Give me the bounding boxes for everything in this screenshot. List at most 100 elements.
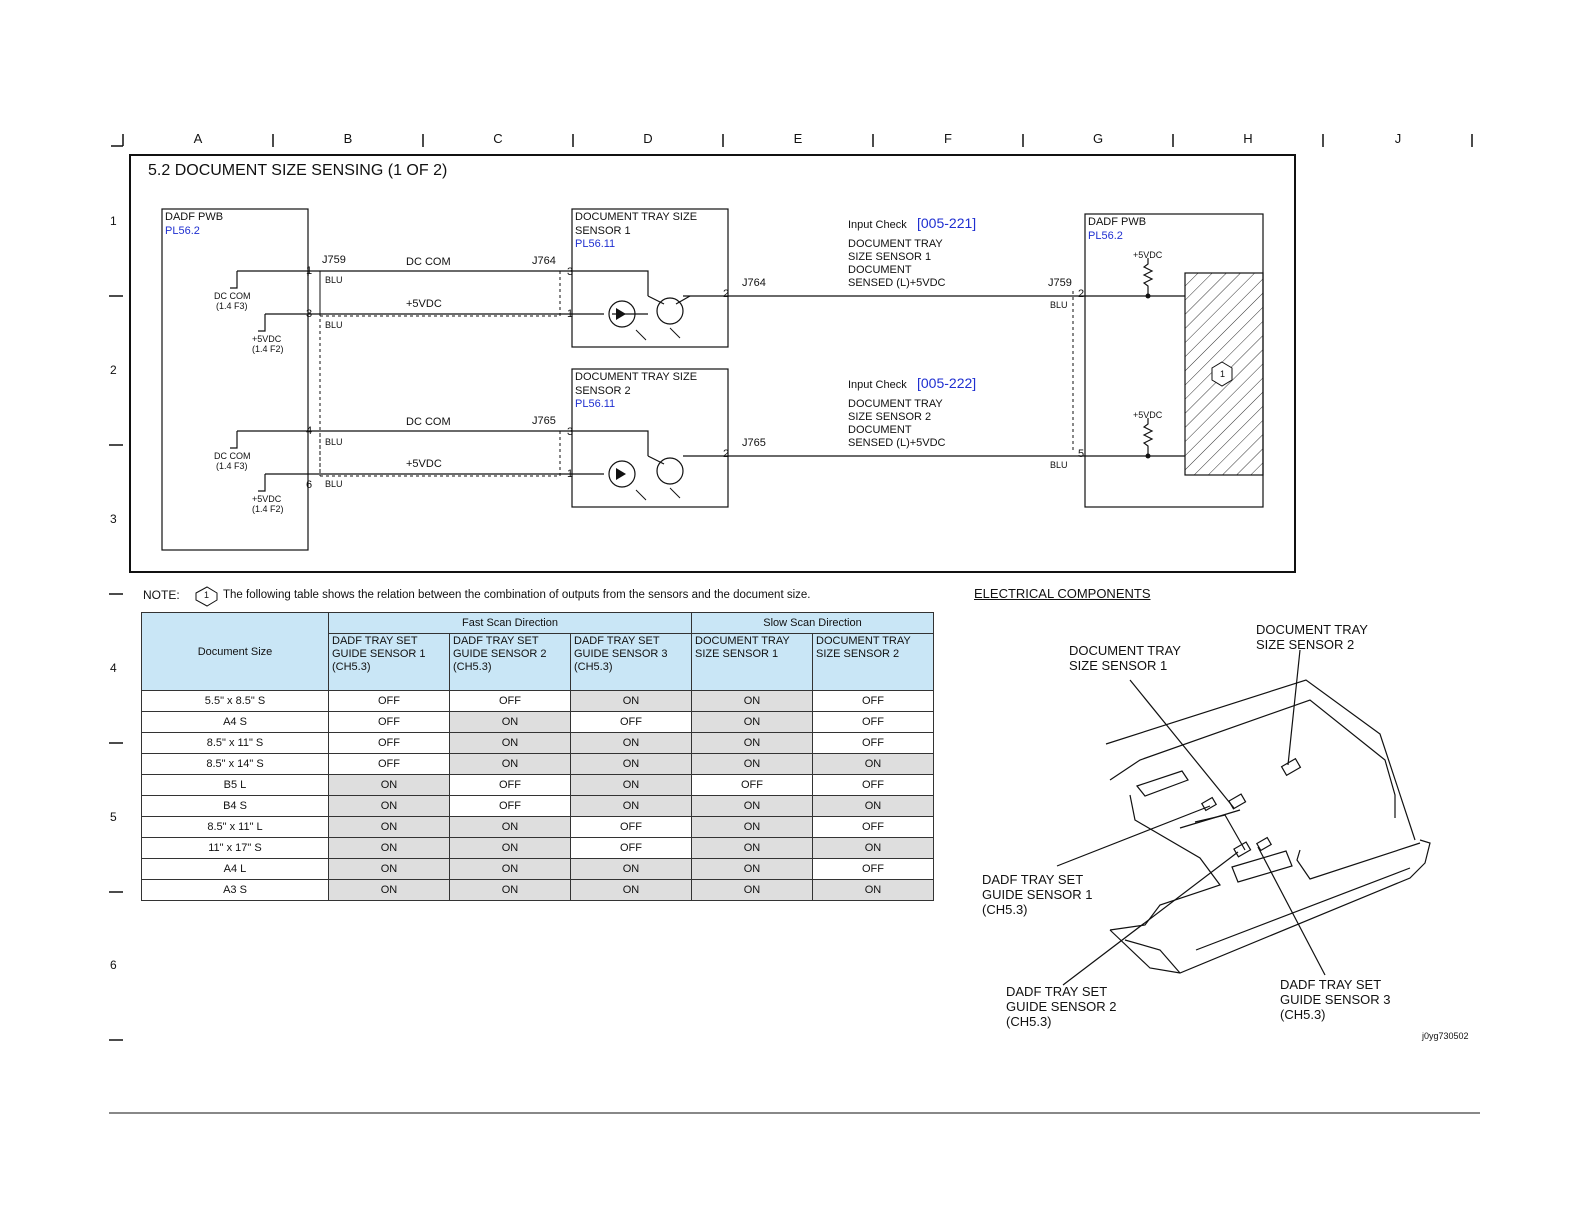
input-check-1-line2: SIZE SENSOR 1 bbox=[848, 251, 932, 263]
cell-sensor-state: ON bbox=[449, 732, 571, 754]
blu-1: BLU bbox=[325, 275, 343, 285]
cell-sensor-state: ON bbox=[691, 879, 813, 901]
cell-sensor-state: OFF bbox=[812, 774, 934, 796]
dadf-tray-illustration bbox=[1056, 649, 1431, 986]
cell-sensor-state: ON bbox=[691, 711, 813, 733]
column-header-line: (CH5.3) bbox=[453, 661, 492, 673]
label-line: SIZE SENSOR 1 bbox=[1069, 658, 1168, 673]
note-label: NOTE: bbox=[143, 588, 180, 602]
grid-col-e: E bbox=[793, 131, 803, 146]
cell-sensor-state: OFF bbox=[449, 795, 571, 817]
cell-document-size: A4 S bbox=[141, 711, 329, 733]
left-5v-ref-1: (1.4 F2) bbox=[252, 344, 284, 354]
cell-sensor-state: OFF bbox=[328, 690, 450, 712]
column-header-line: DADF TRAY SET bbox=[332, 635, 418, 647]
cell-sensor-state: OFF bbox=[812, 816, 934, 838]
cell-sensor-state: ON bbox=[328, 774, 450, 796]
cell-sensor-state: ON bbox=[328, 837, 450, 859]
label-line: DADF TRAY SET bbox=[1280, 977, 1382, 992]
document-size-table: Document Size Fast Scan Direction Slow S… bbox=[141, 612, 934, 901]
connector-j765-right: J765 bbox=[742, 437, 766, 449]
label-line: DOCUMENT TRAY bbox=[1069, 643, 1181, 658]
column-header-line: GUIDE SENSOR 1 bbox=[332, 648, 426, 660]
connector-j765-left: J765 bbox=[532, 415, 556, 427]
column-header-line: DADF TRAY SET bbox=[574, 635, 660, 647]
sensor2-pin-2: 2 bbox=[723, 448, 730, 460]
column-header-line: (CH5.3) bbox=[332, 661, 371, 673]
label-guide-sensor-3: DADF TRAY SET GUIDE SENSOR 3 (CH5.3) bbox=[1280, 977, 1391, 1022]
pin-3: 3 bbox=[306, 308, 313, 320]
cell-sensor-state: ON bbox=[328, 879, 450, 901]
cell-sensor-state: ON bbox=[691, 795, 813, 817]
input-check-1-line4: SENSED (L)+5VDC bbox=[848, 277, 946, 289]
left-dc-com-ref-2: (1.4 F3) bbox=[216, 461, 248, 471]
cell-sensor-state: ON bbox=[449, 753, 571, 775]
blu-6: BLU bbox=[1050, 460, 1068, 470]
cell-document-size: A4 L bbox=[141, 858, 329, 880]
cell-document-size: 8.5" x 11" S bbox=[141, 732, 329, 754]
grid-col-b: B bbox=[343, 131, 353, 146]
cell-sensor-state: ON bbox=[328, 858, 450, 880]
grid-col-a: A bbox=[193, 131, 203, 146]
left-5v-ref-2: (1.4 F2) bbox=[252, 504, 284, 514]
cell-sensor-state: ON bbox=[812, 753, 934, 775]
cell-sensor-state: ON bbox=[449, 837, 571, 859]
cell-sensor-state: ON bbox=[812, 837, 934, 859]
label-line: DOCUMENT TRAY bbox=[1256, 622, 1368, 637]
cell-sensor-state: ON bbox=[570, 879, 692, 901]
blu-4: BLU bbox=[325, 479, 343, 489]
cell-document-size: B4 S bbox=[141, 795, 329, 817]
header-document-size: Document Size bbox=[141, 612, 329, 691]
cell-sensor-state: ON bbox=[328, 816, 450, 838]
grid-col-h: H bbox=[1243, 131, 1253, 146]
right-pin-5: 5 bbox=[1078, 448, 1085, 460]
label-line: DADF TRAY SET bbox=[1006, 984, 1108, 999]
right-5v-2: +5VDC bbox=[1133, 410, 1163, 420]
left-pwb-ref: PL56.2 bbox=[165, 225, 200, 237]
cell-sensor-state: ON bbox=[449, 879, 571, 901]
cell-sensor-state: OFF bbox=[328, 753, 450, 775]
wire-dc-com-1: DC COM bbox=[406, 256, 451, 268]
cell-sensor-state: ON bbox=[812, 879, 934, 901]
grid-col-f: F bbox=[944, 131, 952, 146]
grid-row-4: 4 bbox=[110, 661, 117, 675]
cell-sensor-state: OFF bbox=[691, 774, 813, 796]
cell-document-size: A3 S bbox=[141, 879, 329, 901]
column-header-line: DOCUMENT TRAY bbox=[695, 635, 790, 647]
sensor1-pin-2: 2 bbox=[723, 288, 730, 300]
pin-1: 1 bbox=[306, 265, 313, 277]
pin-4: 4 bbox=[306, 425, 313, 437]
cell-sensor-state: OFF bbox=[328, 732, 450, 754]
right-pin-2: 2 bbox=[1078, 288, 1085, 300]
label-line: DADF TRAY SET bbox=[982, 872, 1084, 887]
sensor1-name-line2: SENSOR 1 bbox=[575, 225, 631, 237]
cell-sensor-state: ON bbox=[570, 753, 692, 775]
pin-6: 6 bbox=[306, 479, 313, 491]
cell-sensor-state: OFF bbox=[449, 774, 571, 796]
cell-sensor-state: ON bbox=[691, 732, 813, 754]
diagram-title: 5.2 DOCUMENT SIZE SENSING (1 OF 2) bbox=[148, 162, 448, 179]
grid-col-g: G bbox=[1092, 131, 1104, 146]
input-check-1-line1: DOCUMENT TRAY bbox=[848, 238, 943, 250]
note-text: The following table shows the relation b… bbox=[223, 589, 811, 601]
label-guide-sensor-2: DADF TRAY SET GUIDE SENSOR 2 (CH5.3) bbox=[1006, 984, 1117, 1029]
grid-row-5: 5 bbox=[110, 810, 117, 824]
grid-row-1: 1 bbox=[110, 214, 117, 228]
left-dc-com-1: DC COM bbox=[214, 291, 251, 301]
label-size-sensor-2: DOCUMENT TRAY SIZE SENSOR 2 bbox=[1256, 622, 1368, 652]
right-pwb-ref: PL56.2 bbox=[1088, 230, 1123, 242]
left-dc-com-ref-1: (1.4 F3) bbox=[216, 301, 248, 311]
connector-j764-left: J764 bbox=[532, 255, 556, 267]
sensor1-pin-1: 1 bbox=[567, 308, 574, 320]
input-check-2-line1: DOCUMENT TRAY bbox=[848, 398, 943, 410]
cell-sensor-state: ON bbox=[449, 711, 571, 733]
